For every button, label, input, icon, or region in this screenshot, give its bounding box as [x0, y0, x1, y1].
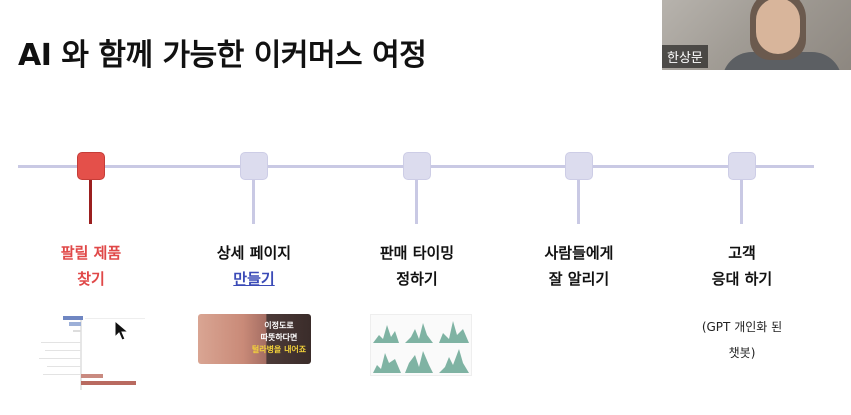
step-1-stem — [89, 180, 92, 224]
step-1-thumbnail — [33, 314, 150, 392]
thumb2-caption-line2: 따뜻하다면 — [260, 333, 298, 342]
step-1-label: 팔릴 제품 찾기 — [16, 240, 166, 292]
step-3-label-line2: 정하기 — [396, 270, 438, 288]
step-5-note-line1: (GPT 개인화 된 — [701, 320, 783, 334]
step-2-node — [240, 152, 268, 180]
step-1-label-line2: 찾기 — [77, 270, 105, 288]
mouse-cursor-icon — [114, 320, 130, 341]
step-5-label: 고객 응대 하기 — [667, 240, 817, 292]
participant-name: 한상문 — [662, 45, 708, 68]
step-4-label: 사람들에게 잘 알리기 — [504, 240, 654, 292]
step-2-link[interactable]: 만들기 — [233, 270, 275, 288]
step-1-label-line1: 팔릴 제품 — [60, 244, 122, 262]
slide-title: AI 와 함께 가능한 이커머스 여정 — [18, 38, 427, 73]
step-4-label-line2: 잘 알리기 — [548, 270, 610, 288]
step-5-stem — [740, 180, 743, 224]
step-3-stem — [415, 180, 418, 224]
step-1-thumbnail-graphic — [39, 316, 145, 390]
thumb2-caption-line1: 이정도로 — [264, 321, 294, 330]
step-4-node — [565, 152, 593, 180]
step-2-label-line1: 상세 페이지 — [216, 244, 292, 262]
step-5-node — [728, 152, 756, 180]
step-5-label-line2: 응대 하기 — [711, 270, 773, 288]
step-4-label-line1: 사람들에게 — [544, 244, 614, 262]
step-1-node — [77, 152, 105, 180]
step-3-label: 판매 타이밍 정하기 — [342, 240, 492, 292]
step-3-thumbnail — [370, 314, 472, 376]
step-2-stem — [252, 180, 255, 224]
step-2-thumbnail: 이정도로 따뜻하다면 털라병을 내어죠 — [198, 314, 311, 364]
step-5-note: (GPT 개인화 된 챗봇) — [667, 314, 817, 366]
webcam-overlay: 한상문 — [662, 0, 851, 70]
thumb2-caption-line3: 털라병을 내어죠 — [251, 345, 307, 354]
step-5-note-line2: 챗봇) — [728, 346, 756, 360]
step-5-label-line1: 고객 — [728, 244, 756, 262]
step-2-thumbnail-caption: 이정도로 따뜻하다면 털라병을 내어죠 — [251, 320, 307, 356]
step-3-node — [403, 152, 431, 180]
webcam-person-shirt — [722, 52, 842, 70]
step-3-thumbnail-graphic — [373, 321, 469, 373]
step-4-stem — [577, 180, 580, 224]
webcam-person-face — [756, 0, 800, 54]
step-3-label-line1: 판매 타이밍 — [379, 244, 455, 262]
step-2-label: 상세 페이지 만들기 — [179, 240, 329, 292]
